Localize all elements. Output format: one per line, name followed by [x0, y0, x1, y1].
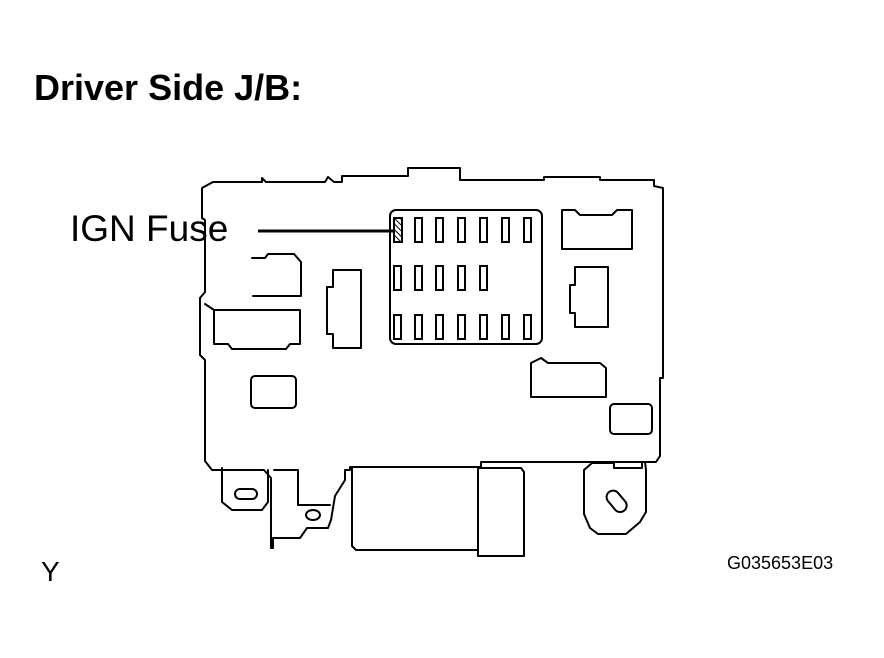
fuse — [479, 217, 488, 243]
fuse — [393, 265, 402, 291]
connector-right-small — [609, 403, 653, 435]
connector-left-mid — [213, 309, 301, 350]
fuse — [523, 217, 532, 243]
fuse — [435, 217, 444, 243]
connector-right-lower — [530, 357, 607, 398]
fuse — [457, 314, 466, 340]
center-bracket — [273, 469, 331, 506]
connector-left-mid-edge — [204, 303, 215, 311]
connector-left-lower — [250, 375, 297, 409]
right-mount-hole — [605, 489, 628, 514]
fuse — [523, 314, 532, 340]
left-mount-tab — [221, 467, 269, 511]
fuse — [501, 314, 510, 340]
connector-left-upper — [251, 253, 302, 297]
connector-left-narrow — [326, 269, 362, 349]
junction-block-housing — [199, 167, 664, 549]
fuse — [479, 314, 488, 340]
diagram-title: Driver Side J/B: — [34, 67, 303, 108]
fuse — [393, 314, 402, 340]
ign-fuse — [393, 217, 403, 243]
fuse — [414, 217, 423, 243]
fuse-block — [389, 209, 543, 345]
corner-letter: Y — [41, 556, 60, 587]
figure-code: G035653E03 — [727, 553, 834, 573]
bottom-connector — [351, 466, 525, 557]
connector-right-top — [561, 209, 633, 250]
fuse — [457, 265, 466, 291]
fuse — [414, 314, 423, 340]
fuse — [435, 314, 444, 340]
fuse — [414, 265, 423, 291]
fuse — [435, 265, 444, 291]
fuse — [501, 217, 510, 243]
fuse — [479, 265, 488, 291]
fuse — [457, 217, 466, 243]
left-mount-hole — [234, 488, 258, 500]
center-mount-hole — [305, 509, 321, 521]
connector-right-mid — [569, 266, 609, 328]
